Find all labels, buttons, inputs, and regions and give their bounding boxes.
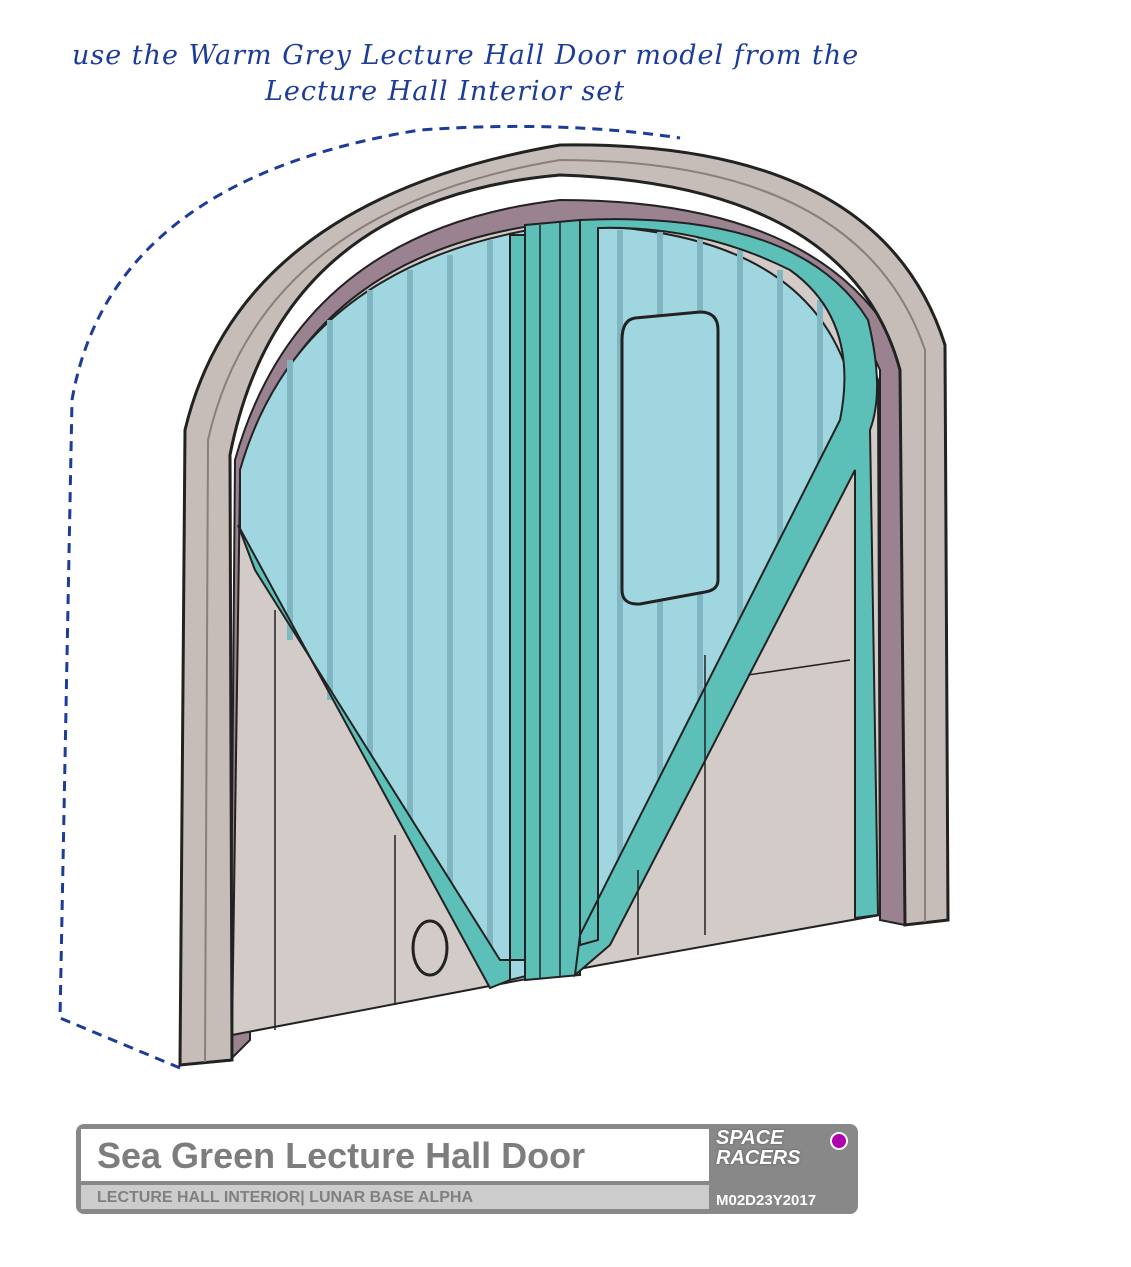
title-box: Sea Green Lecture Hall Door (81, 1129, 709, 1181)
door-frame (178, 143, 950, 1067)
asset-subtitle: LECTURE HALL INTERIOR| LUNAR BASE ALPHA (97, 1189, 474, 1206)
status-dot (830, 1132, 848, 1150)
dashed-placement-outline (58, 124, 681, 1070)
annotation-line-2: Lecture Hall Interior set (265, 76, 626, 107)
door-window (620, 310, 720, 606)
date-stamp: M02D23Y2017 (716, 1192, 817, 1209)
door-handle (411, 919, 449, 977)
subtitle-box: LECTURE HALL INTERIOR| LUNAR BASE ALPHA (81, 1185, 709, 1209)
annotation-line-1: use the Warm Grey Lecture Hall Door mode… (72, 40, 860, 71)
space-racers-logo: SPACE RACERS (716, 1128, 816, 1168)
logo-line-1: SPACE (716, 1127, 784, 1149)
asset-title: Sea Green Lecture Hall Door (97, 1135, 586, 1176)
teal-frame-right (573, 218, 880, 978)
logo-line-2: RACERS (716, 1147, 801, 1169)
door-illustration (58, 124, 950, 1070)
teal-frame-center (524, 218, 581, 982)
title-card: Sea Green Lecture Hall Door LECTURE HALL… (76, 1124, 858, 1214)
